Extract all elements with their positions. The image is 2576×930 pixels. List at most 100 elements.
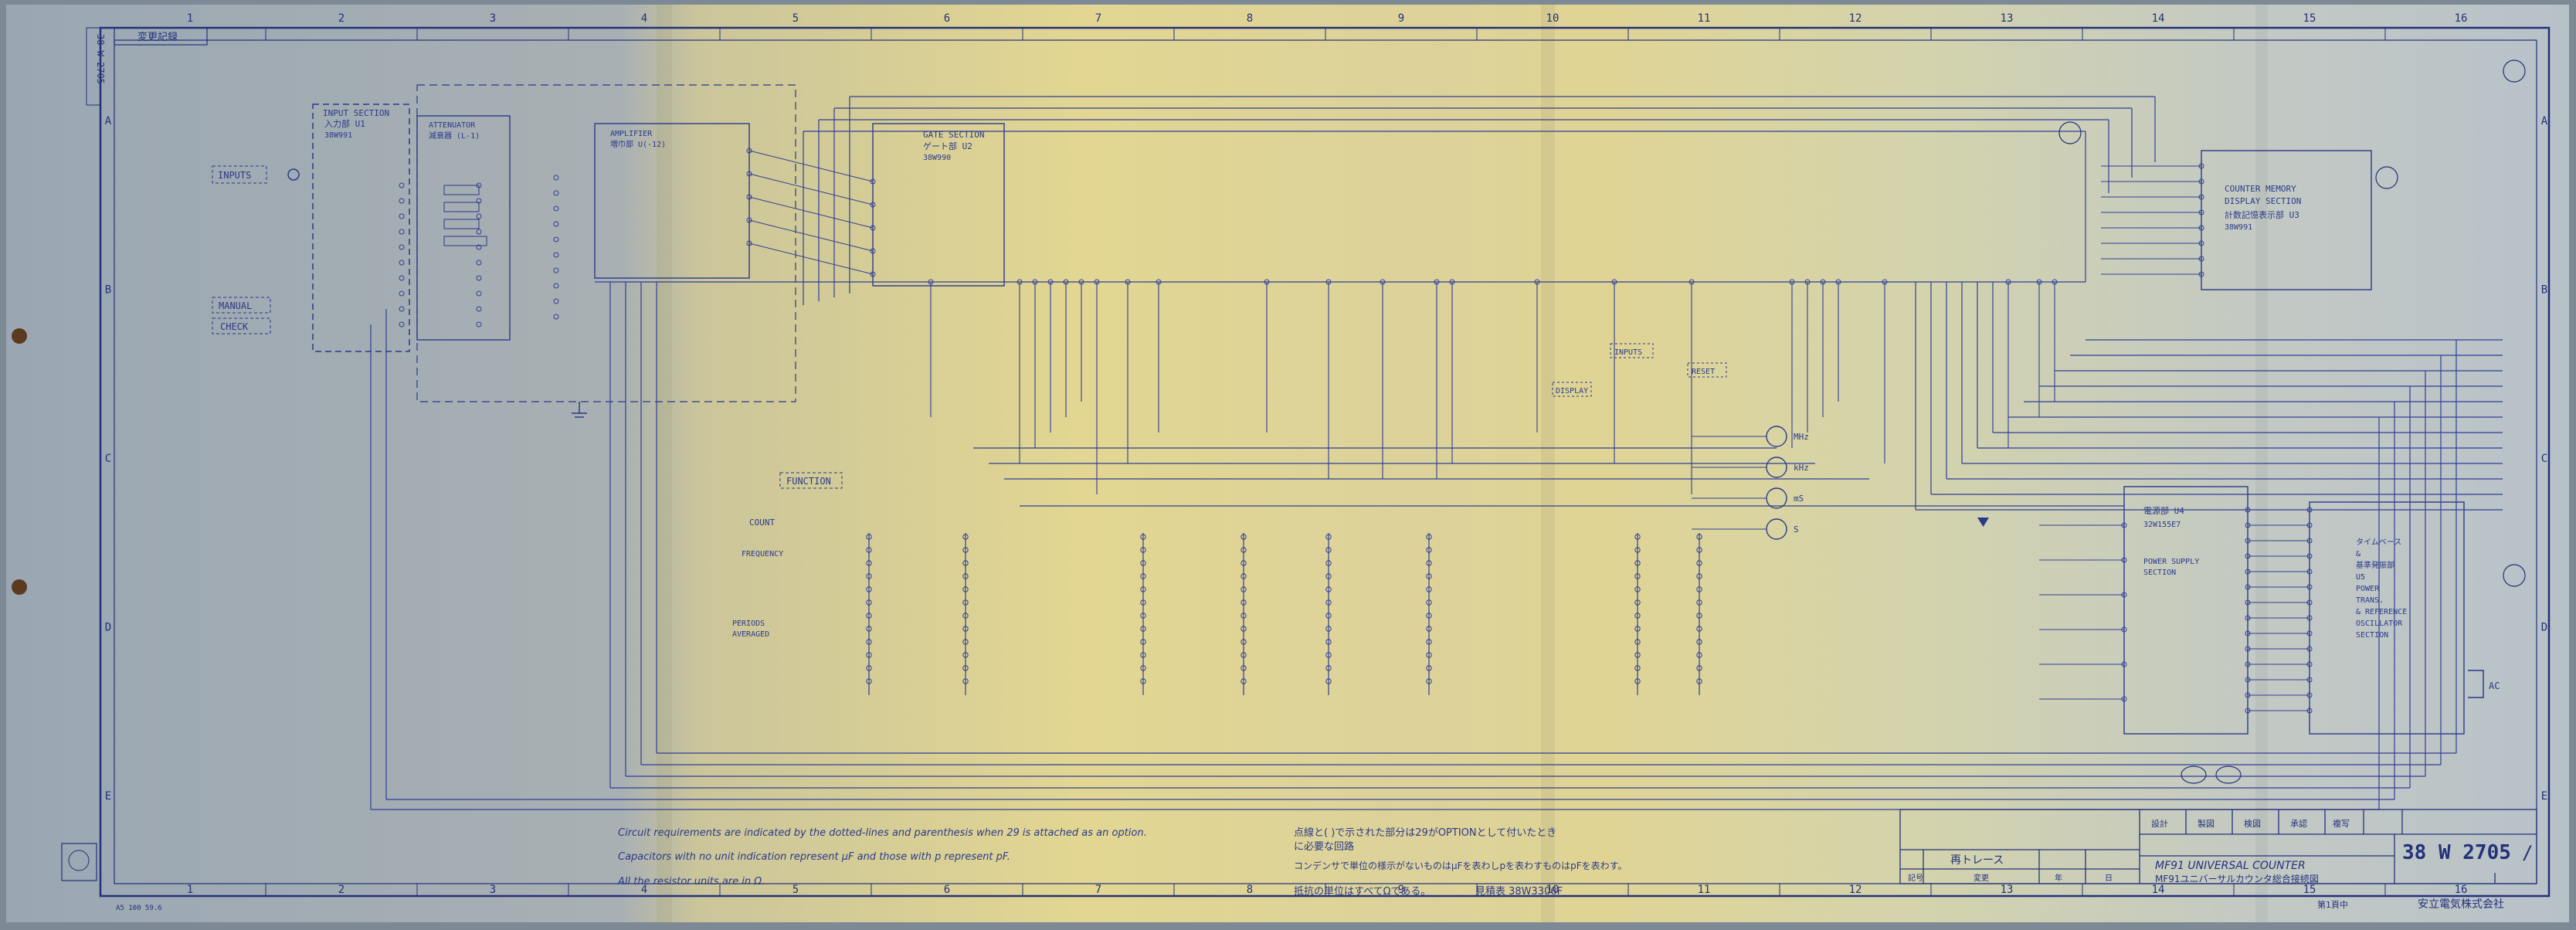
bus-terminal xyxy=(1449,279,1455,285)
grid-col-label: 1 xyxy=(187,12,193,25)
switch-contact xyxy=(1140,599,1146,606)
switch-contact xyxy=(1140,626,1146,632)
switch-contact xyxy=(1696,678,1702,684)
grid-col-label: 16 xyxy=(2455,12,2468,25)
switch-contact xyxy=(1240,586,1247,592)
switch-contact xyxy=(1240,534,1247,540)
switch-contact xyxy=(1325,665,1332,671)
switch-contact xyxy=(399,306,405,312)
switch-contact xyxy=(1240,639,1247,645)
gate-pin xyxy=(870,178,876,185)
grid-col-label: 15 xyxy=(2303,12,2316,25)
switch-contact xyxy=(866,678,872,684)
switch-contact xyxy=(1325,573,1332,579)
bus-terminal xyxy=(1016,279,1023,285)
amplifier-title: AMPLIFIER xyxy=(610,130,653,138)
bus-terminal xyxy=(1882,279,1888,285)
switch-contact xyxy=(1325,678,1332,684)
ground-icon xyxy=(572,402,587,418)
lamp-label: MHz xyxy=(1794,432,1809,442)
grid-col-label: 2 xyxy=(338,884,344,896)
switch-contact xyxy=(1696,547,1702,553)
gate-pin xyxy=(870,202,876,208)
grid-col-label: 3 xyxy=(490,12,496,25)
oscillator-label: POWER xyxy=(2356,585,2380,593)
lamp-label: kHz xyxy=(1794,463,1809,473)
attenuator-pad xyxy=(443,236,487,246)
switch-contact xyxy=(399,198,405,204)
bus-terminal xyxy=(2005,279,2011,285)
grid-col-label: 11 xyxy=(1698,12,1711,25)
input-tag2: INPUTS xyxy=(1614,348,1642,357)
connector-marker-icon xyxy=(2503,59,2526,83)
averaged-label: AVERAGED xyxy=(732,630,769,639)
grid-col-label: 16 xyxy=(2455,884,2468,896)
switch-contact xyxy=(962,547,969,553)
grid-col-label: 10 xyxy=(1546,884,1560,896)
switch-contact xyxy=(399,244,405,250)
switch-contact xyxy=(1325,613,1332,619)
fuse-icon xyxy=(2215,765,2242,784)
attenuator-pad xyxy=(443,219,480,229)
switch-contact xyxy=(1426,599,1432,606)
tb-cell-design: 設計 xyxy=(2151,818,2168,829)
grid-col-label: 11 xyxy=(1698,884,1711,896)
switch-contact xyxy=(1325,547,1332,553)
switch-contact xyxy=(962,586,969,592)
tb-cell-change: 変更 xyxy=(1974,873,1989,883)
manual-tag-box xyxy=(212,297,271,314)
oscillator-label: TRANS. xyxy=(2356,596,2384,605)
left-drawing-tab: 38 W 2705 xyxy=(95,34,106,84)
switch-contact xyxy=(1325,560,1332,566)
input-section-title: INPUT SECTION xyxy=(323,108,389,118)
grid-col-label: 8 xyxy=(1247,12,1253,25)
switch-contact xyxy=(962,652,969,658)
switch-contact xyxy=(553,252,559,258)
switch-contact xyxy=(1634,534,1641,540)
amp-gate-wire xyxy=(748,196,874,229)
corner-stamp-box xyxy=(114,27,208,46)
left-tab-box xyxy=(86,27,101,106)
bus-terminal xyxy=(1032,279,1038,285)
switch-contact xyxy=(1240,560,1247,566)
periods-label: PERIODS xyxy=(732,619,765,628)
switch-contact xyxy=(1634,547,1641,553)
switch-contact xyxy=(1325,626,1332,632)
gate-pin xyxy=(870,271,876,277)
vertical-wires xyxy=(370,97,2457,810)
frequency-label: FREQUENCY xyxy=(742,550,783,558)
ac-plug-icon xyxy=(2468,670,2484,698)
amp-gate-wire xyxy=(748,150,874,182)
bus-terminal xyxy=(2036,279,2042,285)
reset-tag-box xyxy=(1687,362,1727,378)
grid-row-label: A xyxy=(105,115,112,127)
amplifier-pin xyxy=(746,240,752,246)
power-supply-part: 32W155E7 xyxy=(2143,521,2181,529)
switch-contact xyxy=(1426,547,1432,553)
amplifier-pin xyxy=(746,194,752,200)
grid-row-label: E xyxy=(2541,790,2547,803)
display-tag: DISPLAY xyxy=(1556,387,1588,395)
switch-contact xyxy=(962,613,969,619)
connector-marker-icon xyxy=(2058,121,2082,144)
grid-row-label: C xyxy=(2541,453,2547,465)
switch-contact xyxy=(1634,586,1641,592)
bus-terminal xyxy=(1063,279,1069,285)
switch-contact xyxy=(1325,652,1332,658)
switch-contact xyxy=(1634,613,1641,619)
ac-label: AC xyxy=(2489,681,2500,691)
input-section-block xyxy=(312,104,410,352)
tb-cell-symbol: 記号 xyxy=(1908,873,1923,883)
switch-contact xyxy=(1634,560,1641,566)
switch-contact xyxy=(553,190,559,196)
bus-terminal xyxy=(1534,279,1540,285)
switch-contact xyxy=(1634,599,1641,606)
gate-section-unit: ゲート部 U2 xyxy=(923,141,972,151)
switch-contact xyxy=(1634,626,1641,632)
counter-memory-block xyxy=(2201,150,2372,290)
drawing-number-suffix: / xyxy=(2522,842,2533,864)
switch-contact xyxy=(866,652,872,658)
bus-terminal xyxy=(1434,279,1440,285)
